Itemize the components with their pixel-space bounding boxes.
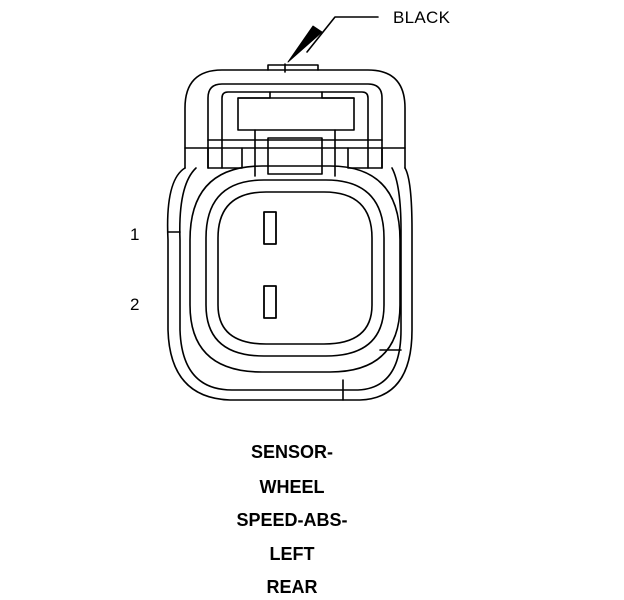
connector-body [166,63,413,401]
pin-1-terminal [263,211,277,245]
connector-face [189,165,401,373]
caption-line-speed-abs: SPEED-ABS- [236,510,348,530]
caption-line-sensor: SENSOR- [250,442,333,462]
caption-line-left: LEFT [269,544,315,564]
wire-color-label: BLACK [393,8,451,27]
caption-line-rear: REAR [266,577,318,597]
pin-2-label: 2 [130,295,140,314]
callout-leader [287,16,379,63]
pin-2-terminal [263,285,277,319]
caption-line-wheel: WHEEL [259,477,325,497]
pin-1-label: 1 [130,225,140,244]
locking-latch [184,83,406,177]
